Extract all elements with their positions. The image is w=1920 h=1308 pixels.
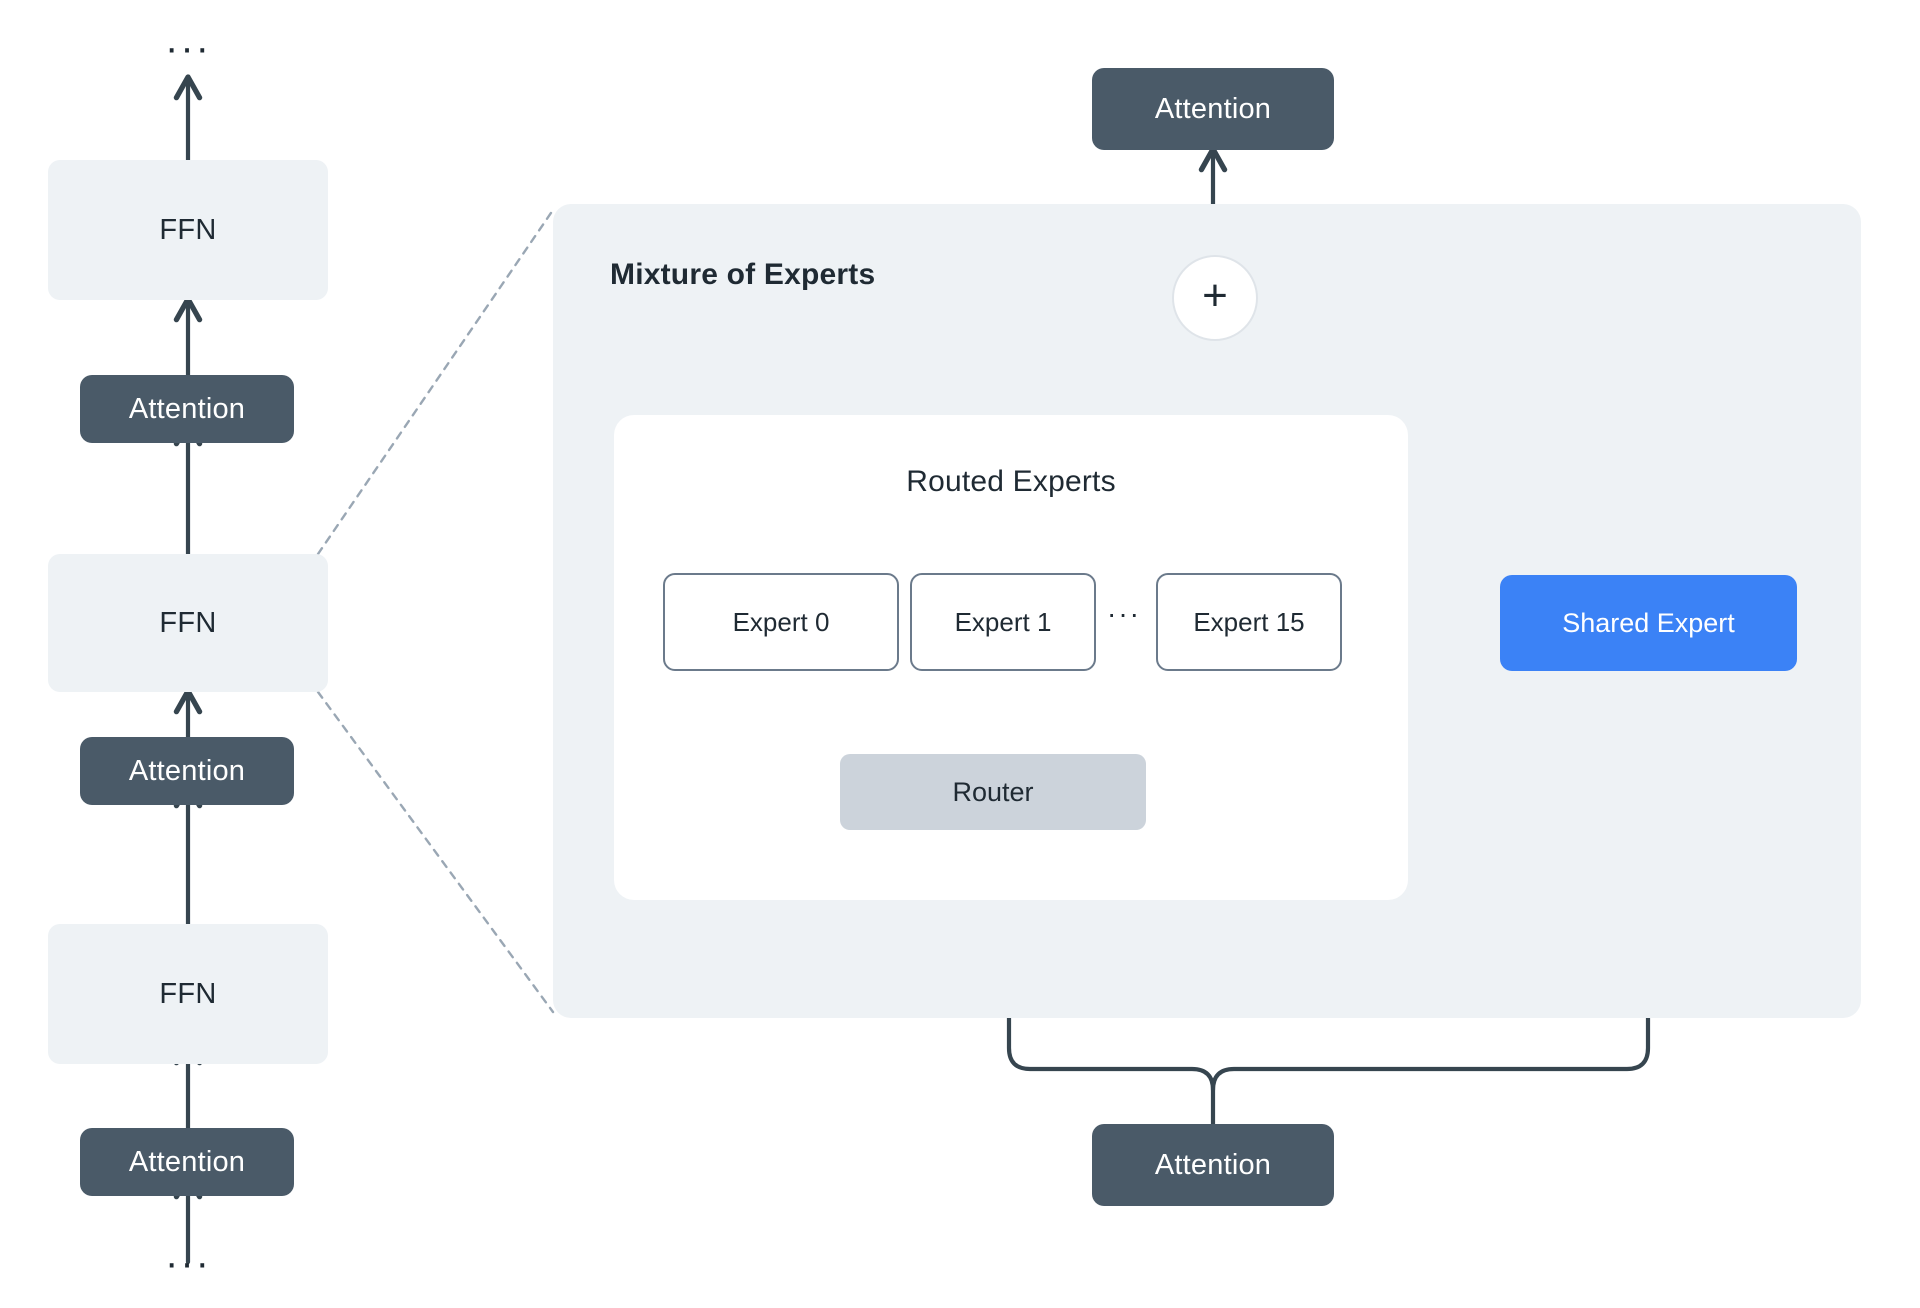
router-box[interactable]: Router <box>840 754 1146 830</box>
expert-box-1[interactable]: Expert 1 <box>910 573 1096 671</box>
mixture-of-experts-title: Mixture of Experts <box>610 258 876 291</box>
expert-box-0[interactable]: Expert 0 <box>663 573 899 671</box>
stack-ffn-expanded[interactable]: FFN <box>48 554 328 692</box>
stack-ffn-top[interactable]: FFN <box>48 160 328 300</box>
experts-ellipsis: ··· <box>1107 598 1141 629</box>
moe-input-attention-box[interactable]: Attention <box>1092 1124 1334 1206</box>
routed-experts-title: Routed Experts <box>906 465 1116 498</box>
stack-attention-1[interactable]: Attention <box>80 375 294 443</box>
dashed-connector-top <box>316 208 555 556</box>
moe-output-attention-box[interactable]: Attention <box>1092 68 1334 150</box>
expert-box-15[interactable]: Expert 15 <box>1156 573 1342 671</box>
shared-expert-box[interactable]: Shared Expert <box>1500 575 1797 671</box>
adder-node: + <box>1172 255 1258 341</box>
stack-ffn-bottom[interactable]: FFN <box>48 924 328 1064</box>
stack-bottom-ellipsis: ··· <box>165 1241 211 1285</box>
stack-attention-3[interactable]: Attention <box>80 1128 294 1196</box>
stack-attention-2[interactable]: Attention <box>80 737 294 805</box>
plus-icon: + <box>1202 271 1228 320</box>
dashed-connector-bottom <box>316 690 555 1014</box>
stack-top-ellipsis: ··· <box>165 26 211 70</box>
